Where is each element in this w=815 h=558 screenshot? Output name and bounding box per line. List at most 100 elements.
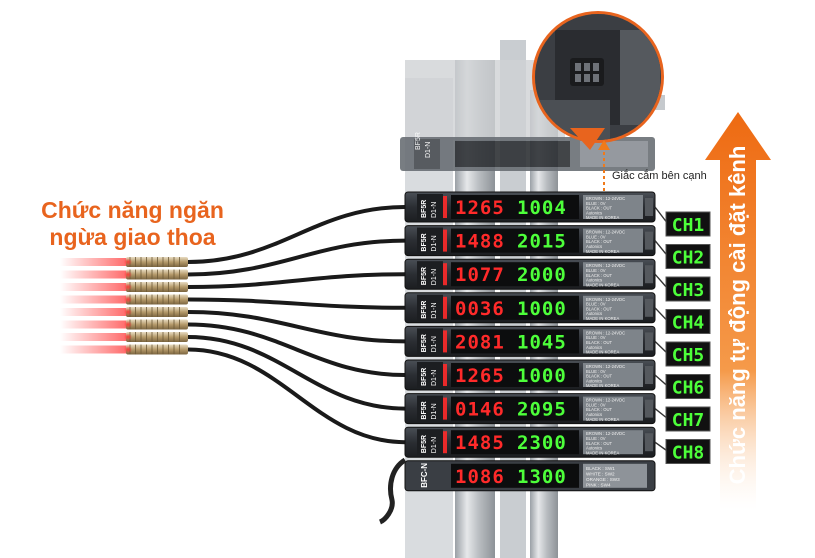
spec-label-line: BLACK : OUT <box>586 206 613 211</box>
model-label: BF5R <box>421 200 428 218</box>
spec-label-line: BLUE : 0V <box>586 369 606 374</box>
display-panel <box>451 195 579 219</box>
fiber-cable <box>187 310 406 344</box>
laser-indicator <box>443 364 447 386</box>
red-display-value: 1265 <box>455 197 505 219</box>
channel-value: CH1 <box>672 215 705 236</box>
fiber-cable <box>187 238 406 277</box>
display-panel <box>451 430 579 455</box>
spec-label-plate <box>583 228 643 253</box>
channel-value: CH3 <box>672 280 705 301</box>
display-panel <box>451 396 579 421</box>
laser-beam <box>60 270 130 279</box>
spec-label-line: BLACK : OUT <box>586 407 613 412</box>
model-label: BF5R <box>421 435 428 453</box>
spec-label-line: Autonics <box>586 412 602 417</box>
laser-indicator <box>443 330 447 353</box>
channel-value: CH7 <box>672 410 705 431</box>
spec-label-line: MADE IN KOREA <box>586 249 619 254</box>
fiber-cable <box>187 335 406 411</box>
ghost-model-label: BF5R <box>415 132 422 150</box>
spec-label-plate <box>583 396 643 421</box>
channel-badge: CH2 <box>654 240 711 269</box>
spec-label-line: BLACK : OUT <box>586 374 613 379</box>
spec-label-line: BLUE : 0V <box>586 302 606 307</box>
display-panel <box>451 262 579 287</box>
model-label: BF5R <box>421 401 428 419</box>
sensor-head <box>126 282 188 292</box>
laser-spot <box>124 283 132 291</box>
spec-label-line: BROWN : 12-24VDC <box>586 263 625 268</box>
sensor-head <box>126 344 188 355</box>
spec-label-line: BLUE : 0V <box>586 335 606 340</box>
end-spec-label-line: WHITE : SW2 <box>586 471 615 476</box>
spec-label-plate <box>583 262 643 287</box>
spec-label-line: BLACK : OUT <box>586 340 613 345</box>
laser-spot <box>124 333 132 341</box>
model-label: BF5R <box>421 368 428 386</box>
laser-indicator <box>443 196 447 218</box>
spec-label-line: BLUE : 0V <box>586 436 606 441</box>
spec-label-line: MADE IN KOREA <box>586 316 619 321</box>
spec-label-line: BLACK : OUT <box>586 273 613 278</box>
end-model-label: BFC-N <box>420 463 429 488</box>
green-display-value: 2095 <box>517 399 567 421</box>
red-display-value: 1265 <box>455 365 505 387</box>
channel-value: CH4 <box>672 313 705 334</box>
model-plate <box>417 328 443 355</box>
variant-label: D1-N <box>431 235 438 251</box>
laser-indicator <box>443 431 447 454</box>
channel-badge: CH8 <box>654 439 711 464</box>
laser-beam <box>60 295 130 304</box>
spec-label-plate <box>583 195 643 219</box>
spec-label-line: BROWN : 12-24VDC <box>586 398 625 403</box>
laser-spot <box>124 295 132 304</box>
laser-beam <box>60 345 130 354</box>
side-latch <box>645 198 653 216</box>
sensor-head <box>126 332 188 342</box>
spec-label-line: MADE IN KOREA <box>586 383 619 388</box>
spec-label-plate <box>583 295 643 320</box>
channel-badge: CH6 <box>654 374 711 399</box>
channel-badge: CH1 <box>654 206 711 237</box>
green-display-value: 1004 <box>517 197 567 219</box>
green-display-value: 1045 <box>517 331 567 353</box>
spec-label-line: BLUE : 0V <box>586 201 606 206</box>
laser-indicator <box>443 296 447 319</box>
model-plate <box>417 294 443 321</box>
variant-label: D1-N <box>431 302 438 318</box>
model-plate <box>417 227 443 254</box>
spec-label-line: MADE IN KOREA <box>586 282 619 287</box>
feature-title-line-2: ngừa giao thoa <box>49 224 216 250</box>
red-display-value: 1485 <box>455 432 505 454</box>
sensor-head <box>126 294 188 305</box>
ghost-variant-label: D1-N <box>425 142 432 158</box>
model-label: BF5R <box>421 267 428 285</box>
fiber-sensor-heads <box>60 257 188 355</box>
spec-label-line: Autonics <box>586 210 602 215</box>
spec-label-line: BLACK : OUT <box>586 239 613 244</box>
model-label: BF5R <box>421 334 428 352</box>
red-display-value: 0036 <box>455 298 505 320</box>
laser-indicator <box>443 229 447 252</box>
channel-badge: CH5 <box>654 340 711 367</box>
model-label: BF5R <box>421 301 428 319</box>
end-spec-label-line: PINK : SW4 <box>586 482 611 487</box>
side-latch <box>645 298 653 317</box>
channel-value: CH2 <box>672 248 705 269</box>
auto-channel-arrow <box>705 112 771 510</box>
laser-beam <box>60 258 130 266</box>
spec-label-line: MADE IN KOREA <box>586 215 619 220</box>
spec-label-line: BROWN : 12-24VDC <box>586 297 625 302</box>
spec-label-plate <box>583 430 643 455</box>
red-display-value: 0146 <box>455 399 505 421</box>
red-display-value: 1488 <box>455 231 505 253</box>
spec-label-line: Autonics <box>586 345 602 350</box>
laser-spot <box>124 345 132 354</box>
